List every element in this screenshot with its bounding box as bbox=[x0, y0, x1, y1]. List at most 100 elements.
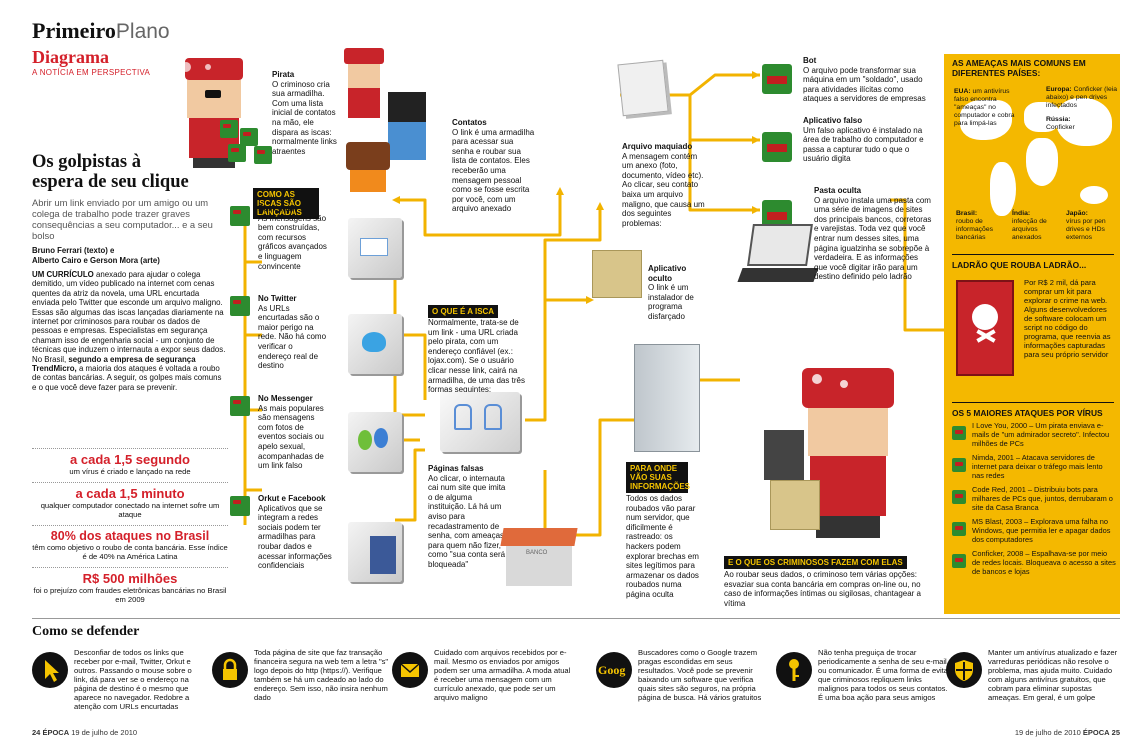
defense-item-5: Não tenha preguiça de trocar periodicame… bbox=[776, 648, 956, 714]
messenger-lure: No Messenger As mais populares são mensa… bbox=[230, 390, 430, 480]
section-title-light: Plano bbox=[115, 20, 170, 43]
paginas-note: Páginas falsas Ao clicar, o internauta c… bbox=[428, 464, 506, 570]
footer-left-date: 19 de julho de 2010 bbox=[71, 728, 138, 737]
india-title: Índia: bbox=[1012, 210, 1031, 217]
stat-3-sub: têm como objetivo o roubo de conta bancá… bbox=[32, 543, 228, 561]
contact-figures bbox=[340, 42, 432, 192]
bank-building-icon: BANCO bbox=[500, 528, 578, 586]
brasil-note: Brasil: roubo de informações bancárias bbox=[956, 210, 1008, 242]
ladrao-text: Por R$ 2 mil, dá para comprar um kit par… bbox=[1024, 278, 1111, 359]
europa-title: Europa: bbox=[1046, 86, 1072, 93]
falso-text: Um falso aplicativo é instalado na área … bbox=[803, 125, 924, 164]
russia-title: Rússia: bbox=[1046, 116, 1071, 123]
virus-item-text: Code Red, 2001 – Distribuiu bots para mi… bbox=[972, 485, 1113, 512]
twitter-lure: No Twitter As URLs encurtadas são o maio… bbox=[230, 290, 430, 374]
virus-item-text: I Love You, 2000 – Um pirata enviava e-m… bbox=[972, 421, 1110, 448]
stat-2: a cada 1,5 minuto qualquer computador co… bbox=[32, 482, 228, 519]
stat-3-num: 80% dos ataques no Brasil bbox=[50, 529, 210, 543]
kicker: Diagrama bbox=[32, 47, 109, 67]
stat-1-num: a cada 1,5 segundo bbox=[70, 452, 190, 467]
aplicativo-text: O link é um instalador de programa disfa… bbox=[648, 283, 694, 321]
criminosos-label: E O QUE OS CRIMINOSOS FAZEM COM ELAS bbox=[724, 556, 907, 569]
lock-icon bbox=[212, 652, 248, 688]
headline-line-2: espera de seu clique bbox=[32, 172, 189, 192]
section-header: PrimeiroPlano bbox=[32, 18, 232, 44]
headline-title: Os golpistas à espera de seu clique bbox=[32, 152, 222, 192]
defense-rule bbox=[32, 618, 1120, 619]
stat-4-num: R$ 500 milhões bbox=[82, 571, 178, 586]
defense-item-3: Cuidado com arquivos recebidos por e-mai… bbox=[392, 648, 582, 714]
paginas-text: Ao clicar, o internauta cai num site que… bbox=[428, 473, 506, 569]
pirata-title: Pirata bbox=[272, 70, 295, 79]
japao-title: Japão: bbox=[1066, 210, 1088, 217]
defense-item-1: Desconfiar de todos os links que receber… bbox=[32, 648, 212, 714]
facebook-cube-icon bbox=[348, 522, 402, 582]
messenger-title: No Messenger bbox=[258, 394, 313, 403]
email-title: Por e-mail bbox=[258, 204, 297, 213]
bot-note: Bot O arquivo pode transformar sua máqui… bbox=[803, 56, 931, 104]
byline-1: Bruno Ferrari (texto) e bbox=[32, 246, 115, 255]
contatos-title: Contatos bbox=[452, 118, 487, 127]
defense-item-text: Cuidado com arquivos recebidos por e-mai… bbox=[434, 648, 571, 702]
stat-1: a cada 1,5 segundo um vírus é criado e l… bbox=[32, 448, 228, 476]
pasta-title: Pasta oculta bbox=[814, 186, 862, 195]
contatos-text: O link é uma armadilha para acessar sua … bbox=[452, 127, 535, 214]
body-main: anexado para ajudar o colega demitido, u… bbox=[32, 270, 226, 364]
pirata-note: Pirata O criminoso cria sua armadilha. C… bbox=[272, 70, 338, 156]
orkut-title: Orkut e Facebook bbox=[258, 494, 326, 503]
europa-text: Conficker (leia abaixo) e pen drives inf… bbox=[1046, 86, 1118, 109]
falso-title: Aplicativo falso bbox=[803, 116, 863, 125]
footer-left: 24 ÉPOCA 19 de julho de 2010 bbox=[32, 728, 137, 737]
falso-virus-icon bbox=[762, 132, 792, 162]
bank-sign: BANCO bbox=[526, 550, 548, 556]
defense-item-6: Manter um antivírus atualizado e fazer v… bbox=[946, 648, 1122, 714]
virus-item-2: Nimda, 2001 – Atacava servidores de inte… bbox=[952, 453, 1116, 486]
defense-item-text: Manter um antivírus atualizado e fazer v… bbox=[988, 648, 1118, 702]
virus-item-1: I Love You, 2000 – Um pirata enviava e-m… bbox=[952, 421, 1116, 454]
virus-item-3: Code Red, 2001 – Distribuiu bots para mi… bbox=[952, 485, 1116, 518]
stat-4: R$ 500 milhões foi o prejuízo com fraude… bbox=[32, 567, 228, 604]
virus-title: OS 5 MAIORES ATAQUES POR VÍRUS bbox=[952, 408, 1103, 418]
google-word: Goog bbox=[598, 663, 626, 677]
stat-2-num: a cada 1,5 minuto bbox=[75, 486, 185, 501]
defense-item-text: Não tenha preguiça de trocar periodicame… bbox=[818, 648, 951, 702]
criminosos-text: Ao roubar seus dados, o criminoso tem vá… bbox=[724, 570, 921, 608]
pasta-note: Pasta oculta O arquivo instala uma pasta… bbox=[814, 186, 932, 282]
eua-note: EUA: um antivírus falso encontra "ameaça… bbox=[954, 88, 1020, 128]
isca-text: Normalmente, trata-se de um link - uma U… bbox=[428, 318, 525, 395]
cursor-cube-icon bbox=[440, 392, 520, 452]
twitter-cube-icon bbox=[348, 314, 402, 374]
defense-item-text: Desconfiar de todos os links que receber… bbox=[74, 648, 192, 711]
sidebar-divider-1 bbox=[952, 254, 1114, 255]
brasil-text: roubo de informações bancárias bbox=[956, 218, 994, 241]
virus-icon bbox=[952, 426, 966, 440]
onde-label: PARA ONDE VÃO SUAS INFORMAÇÕES bbox=[626, 462, 690, 493]
aplicativo-title: Aplicativo oculto bbox=[648, 264, 687, 283]
footer-left-page: 24 bbox=[32, 728, 41, 737]
eua-title: EUA: bbox=[954, 88, 971, 95]
brasil-title: Brasil: bbox=[956, 210, 978, 217]
stat-3: 80% dos ataques no Brasil têm como objet… bbox=[32, 525, 228, 561]
sidebar-divider-2 bbox=[952, 402, 1114, 403]
shield-icon bbox=[946, 652, 982, 688]
onde-text: Todos os dados roubados vão parar num se… bbox=[626, 494, 699, 599]
software-box-icon bbox=[956, 280, 1014, 376]
email-text: As mensagens são bem construídas, com re… bbox=[258, 213, 327, 271]
defense-item-2: Toda página de site que faz transação fi… bbox=[212, 648, 392, 714]
messenger-text: As mais populares são mensagens com foto… bbox=[258, 403, 324, 471]
virus-icon bbox=[952, 522, 966, 536]
orkut-lure: Orkut e Facebook Aplicativos que se inte… bbox=[230, 490, 430, 590]
footer-right: 19 de julho de 2010 ÉPOCA 25 bbox=[1000, 728, 1120, 737]
ladrao-title: LADRÃO QUE ROUBA LADRÃO... bbox=[952, 260, 1087, 270]
orkut-text: Aplicativos que se integram a redes soci… bbox=[258, 503, 332, 571]
defense-item-4: Goog Buscadores como o Google trazem pra… bbox=[596, 648, 776, 714]
byline-2: Alberto Cairo e Gerson Mora (arte) bbox=[32, 255, 160, 265]
server-icon bbox=[634, 344, 700, 452]
footer-right-date: 19 de julho de 2010 bbox=[1014, 728, 1081, 737]
cursor-icon bbox=[32, 652, 68, 688]
body-text: UM CURRÍCULO anexado para ajudar o coleg… bbox=[32, 270, 228, 392]
stat-1-sub: um vírus é criado e lançado na rede bbox=[69, 467, 191, 476]
body-lead: UM CURRÍCULO bbox=[32, 270, 94, 279]
headline-deck: Abrir um link enviado por um amigo ou um… bbox=[32, 197, 213, 241]
